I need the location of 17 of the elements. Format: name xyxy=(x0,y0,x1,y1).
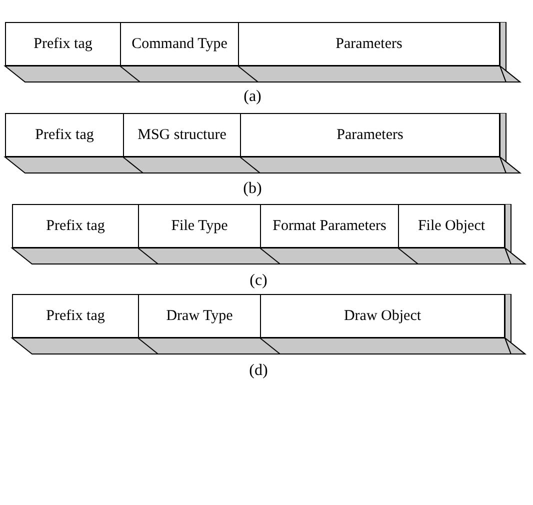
field-box: Parameters xyxy=(238,22,500,66)
field-box: Prefix tag xyxy=(12,294,139,338)
field-box: File Object xyxy=(398,204,505,248)
field-box: MSG structure xyxy=(123,113,241,157)
panel-label: (a) xyxy=(242,88,262,106)
field-box: Format Parameters xyxy=(260,204,399,248)
panel-label: (b) xyxy=(242,180,263,198)
panel-label: (c) xyxy=(248,272,268,290)
field-box: File Type xyxy=(138,204,261,248)
field-box: Prefix tag xyxy=(12,204,139,248)
field-box: Command Type xyxy=(120,22,239,66)
field-box: Parameters xyxy=(240,113,500,157)
field-box: Prefix tag xyxy=(5,113,124,157)
field-box: Draw Type xyxy=(138,294,261,338)
field-box: Prefix tag xyxy=(5,22,121,66)
panel-label: (d) xyxy=(248,362,269,380)
field-box: Draw Object xyxy=(260,294,505,338)
